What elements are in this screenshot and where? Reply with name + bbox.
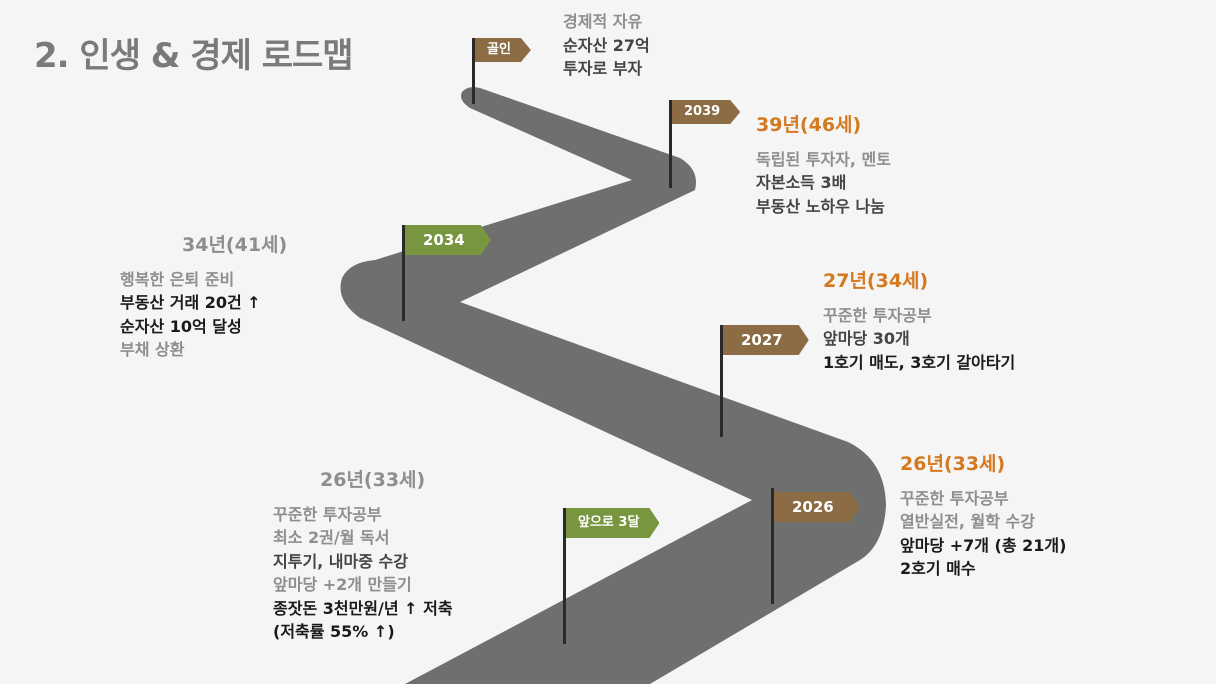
milestone-line: 부채 상환 (120, 340, 185, 359)
milestone-line: 지투기, 내마중 수강 (273, 551, 408, 571)
milestone-line: 자본소득 3배 (756, 173, 847, 192)
flag-pole (402, 225, 405, 321)
milestone-2034: 34년(41세) 행복한 은퇴 준비 부동산 거래 20건 ↑ 순자산 10억 … (120, 234, 287, 362)
milestone-line: 1호기 매도, 3호기 갈아타기 (823, 352, 1016, 372)
milestone-line: 부동산 거래 20건 ↑ (120, 293, 261, 312)
milestone-year: 27년(34세) (823, 270, 929, 292)
milestone-line: 경제적 자유 (563, 12, 643, 31)
flag-label: 2026 (774, 492, 860, 522)
milestone-line: 앞마당 +7개 (총 21개) (900, 535, 1067, 555)
flag-label: 2034 (405, 225, 491, 255)
milestone-year: 26년(33세) (900, 453, 1006, 475)
milestone-line: 2호기 매수 (900, 559, 976, 578)
milestone-line: 열반실전, 월학 수강 (900, 512, 1035, 531)
milestone-year: 26년(33세) (320, 469, 426, 491)
milestone-year: 34년(41세) (182, 234, 288, 256)
milestone-line: 부동산 노하우 나눔 (756, 196, 885, 216)
flag-label: 골인 (475, 38, 531, 62)
milestone-2026: 26년(33세) 꾸준한 투자공부 열반실전, 월학 수강 앞마당 +7개 (총… (900, 453, 1066, 581)
milestone-line: 꾸준한 투자공부 (823, 305, 932, 325)
flag-label: 2039 (672, 100, 740, 124)
page-title: 2. 인생 & 경제 로드맵 (34, 36, 354, 76)
milestone-year: 39년(46세) (756, 114, 862, 136)
milestone-line: 꾸준한 투자공부 (273, 504, 382, 524)
milestone-goal: 경제적 자유 순자산 27억 투자로 부자 (563, 10, 650, 81)
milestone-line: 최소 2권/월 독서 (273, 528, 390, 547)
milestone-line: 꾸준한 투자공부 (900, 488, 1009, 508)
flag-pole (563, 508, 566, 644)
flag-label: 2027 (723, 325, 809, 355)
milestone-line: 종잣돈 3천만원/년 ↑ 저축 (273, 598, 453, 618)
milestone-line: 독립된 투자자, 멘토 (756, 149, 891, 169)
flag-label: 앞으로 3달 (566, 508, 659, 538)
milestone-2039: 39년(46세) 독립된 투자자, 멘토 자본소득 3배 부동산 노하우 나눔 (756, 114, 891, 218)
milestone-now: 26년(33세) 꾸준한 투자공부 최소 2권/월 독서 지투기, 내마중 수강… (273, 469, 453, 644)
milestone-line: 앞마당 30개 (823, 329, 910, 348)
milestone-line: (저축률 55% ↑) (273, 622, 395, 641)
flag-pole (720, 325, 723, 437)
milestone-line: 순자산 10억 달성 (120, 316, 242, 336)
milestone-line: 투자로 부자 (563, 59, 643, 78)
flag-pole (771, 488, 774, 604)
flag-pole (472, 38, 475, 104)
milestone-line: 순자산 27억 (563, 35, 650, 55)
flag-pole (669, 100, 672, 188)
milestone-line: 앞마당 +2개 만들기 (273, 575, 412, 594)
milestone-line: 행복한 은퇴 준비 (120, 269, 235, 289)
milestone-2027: 27년(34세) 꾸준한 투자공부 앞마당 30개 1호기 매도, 3호기 갈아… (823, 270, 1015, 374)
